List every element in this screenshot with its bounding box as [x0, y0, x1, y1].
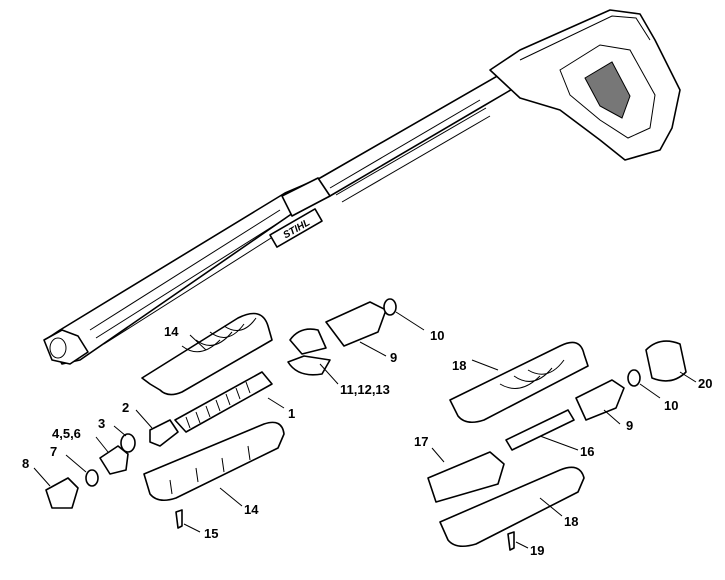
- nozzle-4-5-6: [99, 445, 129, 475]
- handle-inner-outline: [559, 44, 656, 139]
- lance-collar: [281, 177, 331, 217]
- left-parts-group: [45, 298, 397, 529]
- callout-18-upper: 18: [452, 358, 466, 373]
- tube-16: [505, 409, 575, 451]
- coupling-2: [149, 419, 179, 447]
- callout-1: 1: [288, 406, 295, 421]
- callout-labels: 14 1 2 3 4,5,6 7 8 9 10 11,12,13 14 15 1…: [22, 324, 712, 558]
- fitting-9-right: [575, 379, 625, 421]
- callout-2: 2: [122, 400, 129, 415]
- upper-half-shell-14: [141, 312, 273, 396]
- callout-19: 19: [530, 543, 544, 558]
- lance-grooves: [89, 99, 491, 345]
- o-ring-10-left: [383, 298, 397, 316]
- fitting-17: [427, 451, 505, 503]
- callout-18-lower: 18: [564, 514, 578, 529]
- leader-lines: [33, 311, 697, 549]
- callout-15: 15: [204, 526, 218, 541]
- shell-14-ribs: [181, 339, 221, 353]
- callout-16: 16: [580, 444, 594, 459]
- upper-half-shell-18: [449, 341, 589, 424]
- callout-11-12-13: 11,12,13: [340, 382, 390, 397]
- trigger: [584, 61, 631, 119]
- nozzle-cap-8: [45, 477, 79, 509]
- sleeve-20: [645, 340, 687, 382]
- screw-19: [507, 531, 515, 551]
- clamp-upper-11: [289, 328, 327, 355]
- callout-17: 17: [414, 434, 428, 449]
- callout-10-right: 10: [664, 398, 678, 413]
- callout-3: 3: [98, 416, 105, 431]
- gun-handle: [489, 9, 681, 161]
- callout-14-lower: 14: [244, 502, 259, 517]
- callout-10-left: 10: [430, 328, 444, 343]
- callout-9-right: 9: [626, 418, 633, 433]
- lower-half-shell-14: [143, 421, 285, 502]
- o-ring-3: [120, 433, 136, 453]
- callout-14-upper: 14: [164, 324, 179, 339]
- callout-8: 8: [22, 456, 29, 471]
- lower-half-shell-18: [439, 466, 585, 548]
- callout-4-5-6: 4,5,6: [52, 426, 81, 441]
- callout-9-left: 9: [390, 350, 397, 365]
- handle-top-edge: [519, 15, 651, 61]
- callout-7: 7: [50, 444, 57, 459]
- fitting-9-left: [325, 301, 387, 347]
- clamp-lower-12: [287, 355, 331, 376]
- o-ring-7: [85, 469, 99, 487]
- right-parts-group: [427, 340, 687, 551]
- screw-15: [175, 509, 183, 529]
- lance-tip-opening: [49, 337, 67, 359]
- spray-gun-assembly: STIHL: [43, 9, 681, 365]
- callout-20: 20: [698, 376, 712, 391]
- o-ring-10-right: [627, 369, 641, 387]
